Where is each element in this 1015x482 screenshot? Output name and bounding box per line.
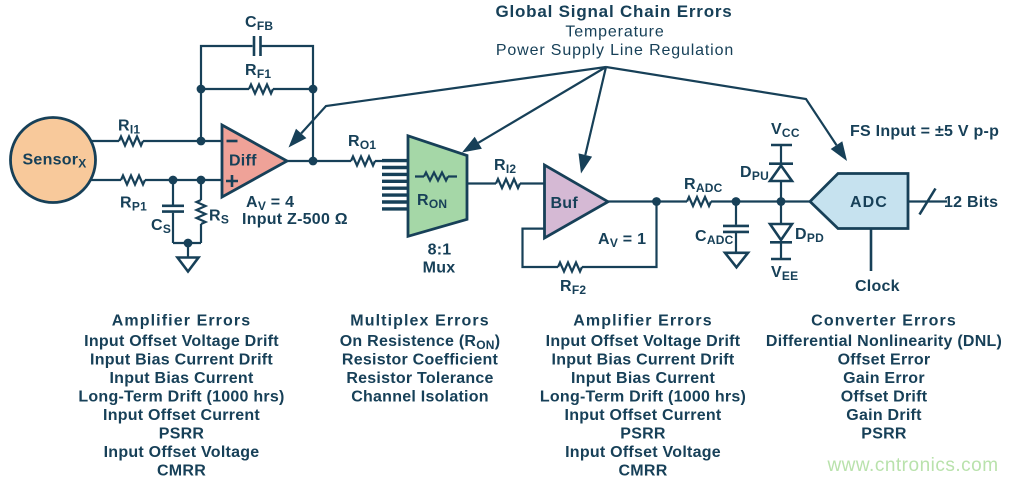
svg-text:Buf: Buf [551, 195, 579, 212]
svg-text:8:1: 8:1 [428, 242, 452, 259]
svg-text:CADC: CADC [695, 228, 734, 247]
svg-text:RADC: RADC [684, 176, 723, 195]
svg-text:www.cntronics.com: www.cntronics.com [826, 455, 998, 476]
svg-text:Channel Isolation: Channel Isolation [351, 389, 489, 406]
svg-text:Offset Drift: Offset Drift [841, 389, 928, 406]
svg-text:AV = 4: AV = 4 [246, 194, 294, 213]
svg-text:PSRR: PSRR [620, 426, 666, 443]
svg-text:Converter Errors: Converter Errors [811, 313, 957, 330]
svg-text:Input Bias Current: Input Bias Current [571, 370, 715, 387]
svg-text:PSRR: PSRR [159, 426, 205, 443]
svg-text:FS Input = ±5 V p-p: FS Input = ±5 V p-p [850, 123, 999, 140]
svg-text:Input Bias Current: Input Bias Current [109, 370, 253, 387]
svg-text:PSRR: PSRR [861, 426, 907, 443]
svg-text:DPU: DPU [740, 164, 769, 183]
svg-text:Input Offset Voltage: Input Offset Voltage [565, 444, 721, 461]
svg-text:Global Signal Chain Errors: Global Signal Chain Errors [495, 2, 732, 21]
svg-text:ADC: ADC [850, 194, 888, 211]
svg-text:Multiplex Errors: Multiplex Errors [350, 313, 489, 330]
svg-text:Clock: Clock [855, 278, 900, 295]
svg-text:Input Bias Current Drift: Input Bias Current Drift [90, 352, 273, 369]
svg-text:Input Offset Current: Input Offset Current [103, 407, 260, 424]
svg-text:DPD: DPD [795, 226, 824, 245]
svg-text:Gain Error: Gain Error [843, 370, 925, 387]
svg-text:RF1: RF1 [245, 62, 271, 81]
svg-text:Input Z-500 Ω: Input Z-500 Ω [242, 211, 348, 228]
svg-text:12 Bits: 12 Bits [944, 194, 998, 211]
svg-text:SensorX: SensorX [23, 152, 87, 171]
svg-text:RI2: RI2 [494, 157, 516, 176]
svg-text:Mux: Mux [423, 260, 456, 277]
svg-text:RON: RON [417, 192, 447, 211]
svg-text:Resistor Coefficient: Resistor Coefficient [342, 352, 499, 369]
svg-text:Input Offset Voltage Drift: Input Offset Voltage Drift [546, 333, 741, 350]
svg-text:RF2: RF2 [560, 278, 586, 297]
svg-text:Offset Error: Offset Error [838, 352, 931, 369]
svg-text:On Resistence (RON): On Resistence (RON) [340, 333, 501, 352]
svg-text:RO1: RO1 [348, 133, 376, 152]
svg-text:RI1: RI1 [118, 118, 140, 137]
svg-text:RP1: RP1 [120, 195, 147, 214]
svg-text:RS: RS [209, 208, 229, 227]
svg-text:Input Offset Current: Input Offset Current [565, 407, 722, 424]
svg-text:Input Bias Current Drift: Input Bias Current Drift [552, 352, 735, 369]
svg-text:Long-Term Drift (1000 hrs): Long-Term Drift (1000 hrs) [78, 389, 284, 406]
svg-text:Power Supply Line Regulation: Power Supply Line Regulation [496, 42, 734, 59]
svg-text:CS: CS [151, 217, 171, 236]
svg-text:CMRR: CMRR [157, 463, 206, 480]
svg-text:Amplifier Errors: Amplifier Errors [573, 313, 712, 330]
svg-text:Diff: Diff [229, 153, 257, 170]
svg-text:AV = 1: AV = 1 [598, 231, 646, 250]
svg-text:Input Offset Voltage: Input Offset Voltage [104, 444, 260, 461]
svg-text:Differential Nonlinearity (DNL: Differential Nonlinearity (DNL) [766, 333, 1002, 350]
svg-text:Amplifier Errors: Amplifier Errors [112, 313, 251, 330]
svg-text:VEE: VEE [771, 264, 798, 283]
svg-text:Gain Drift: Gain Drift [846, 407, 922, 424]
svg-text:VCC: VCC [771, 121, 800, 140]
svg-text:CFB: CFB [245, 14, 273, 33]
svg-text:CMRR: CMRR [619, 463, 668, 480]
svg-text:Input Offset Voltage Drift: Input Offset Voltage Drift [84, 333, 279, 350]
svg-text:Long-Term Drift (1000 hrs): Long-Term Drift (1000 hrs) [540, 389, 746, 406]
svg-text:Temperature: Temperature [565, 24, 664, 41]
svg-text:Resistor Tolerance: Resistor Tolerance [346, 370, 493, 387]
